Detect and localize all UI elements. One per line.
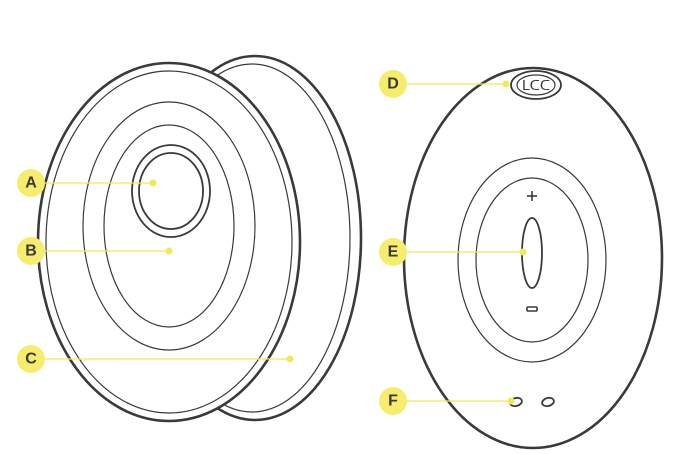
logo-plate-outer [510, 70, 562, 100]
callout-f: F [379, 387, 407, 415]
front-ring-2 [103, 124, 235, 328]
callout-a: A [17, 169, 45, 197]
logo-mark: ᒪᑕᑕ [522, 77, 550, 93]
left-device [36, 54, 363, 423]
front-face-bevel [45, 70, 293, 414]
control-ring-outer [457, 157, 607, 363]
callout-e: E [379, 238, 407, 266]
lens-outer [131, 144, 211, 238]
minus-icon [526, 306, 538, 312]
svg-text:A: A [25, 175, 37, 192]
callout-d: D [379, 70, 407, 98]
svg-text:D: D [387, 76, 399, 93]
plus-icon [527, 191, 537, 201]
right-device: ᒪᑕᑕ [402, 66, 664, 450]
callout-c: C [17, 345, 45, 373]
svg-text:B: B [25, 243, 37, 260]
logo-plate-inner [516, 74, 556, 96]
front-face-fill [38, 63, 300, 421]
control-ring-inner [475, 177, 589, 343]
callout-b: B [17, 237, 45, 265]
lens-inner [138, 152, 204, 230]
front-ring-1 [82, 101, 256, 351]
svg-text:C: C [25, 351, 37, 368]
back-shell [402, 66, 664, 450]
charging-contacts [509, 396, 555, 408]
svg-text:F: F [388, 393, 398, 410]
callout-leaders [40, 80, 527, 405]
svg-text:E: E [388, 244, 399, 261]
